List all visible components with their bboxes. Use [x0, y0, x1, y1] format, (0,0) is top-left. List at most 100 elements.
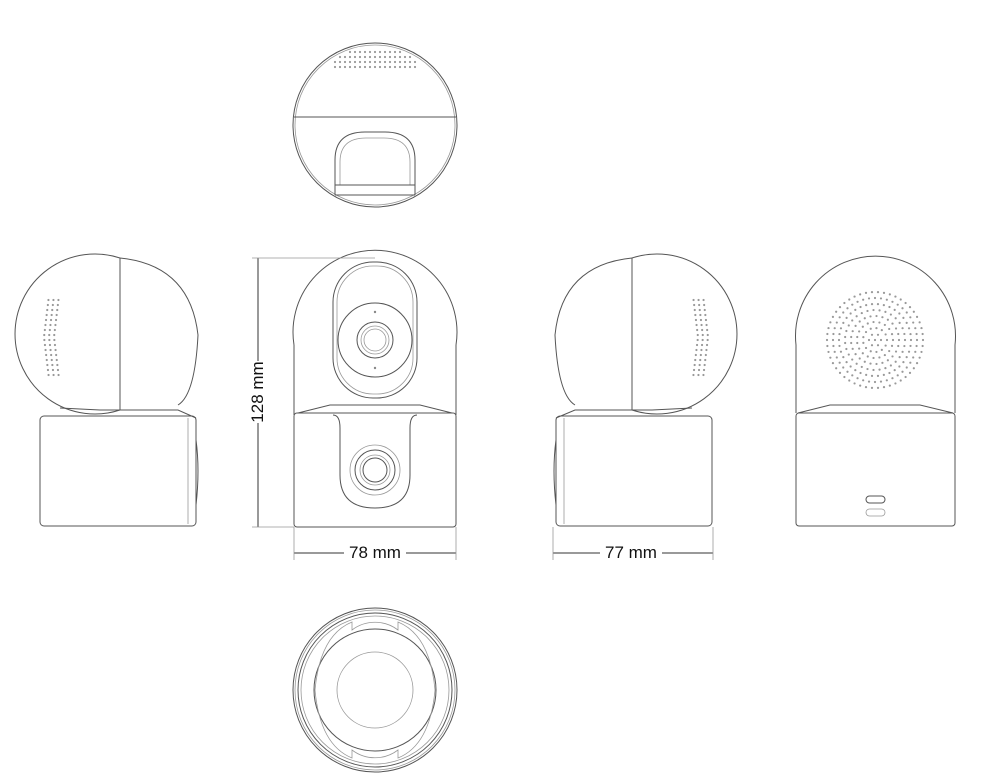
speaker-hole	[891, 338, 895, 342]
speaker-hole	[863, 317, 866, 320]
speaker-hole	[700, 343, 704, 347]
speaker-hole	[891, 322, 894, 325]
speaker-hole	[701, 338, 704, 342]
speaker-hole	[43, 333, 46, 337]
speaker-hole	[694, 313, 697, 317]
speaker-hole	[870, 303, 874, 306]
speaker-hole	[862, 379, 865, 382]
speaker-hole	[368, 65, 372, 69]
speaker-hole	[698, 363, 701, 367]
speaker-hole	[888, 349, 891, 353]
speaker-hole	[47, 373, 50, 377]
speaker-hole	[44, 348, 47, 352]
speaker-hole	[872, 368, 875, 372]
speaker-hole	[51, 308, 54, 312]
top-view	[292, 42, 458, 208]
speaker-hole	[348, 55, 352, 59]
speaker-hole	[921, 338, 925, 342]
speaker-hole	[902, 361, 905, 364]
speaker-hole	[842, 366, 845, 369]
speaker-hole	[870, 374, 874, 377]
speaker-hole	[891, 355, 894, 358]
speaker-hole	[398, 65, 402, 69]
speaker-hole	[45, 353, 48, 357]
speaker-hole	[838, 344, 841, 348]
speaker-hole	[398, 50, 402, 54]
speaker-hole	[833, 350, 836, 353]
speaker-hole	[875, 326, 878, 330]
speaker-hole	[358, 50, 362, 54]
speaker-hole	[353, 60, 357, 64]
speaker-hole	[905, 311, 908, 314]
speaker-hole	[696, 328, 699, 332]
dimension-lines	[252, 257, 714, 560]
speaker-hole	[694, 358, 697, 362]
speaker-hole	[704, 353, 707, 357]
speaker-hole	[851, 374, 854, 377]
speaker-hole	[903, 332, 906, 336]
speaker-hole	[50, 353, 53, 357]
speaker-hole	[56, 308, 59, 312]
speaker-hole	[856, 377, 859, 380]
speaker-hole	[53, 333, 56, 337]
speaker-hole	[363, 50, 367, 54]
speaker-hole	[897, 332, 900, 336]
speaker-hole	[898, 312, 901, 315]
speaker-hole	[54, 348, 57, 352]
speaker-hole	[854, 308, 857, 311]
speaker-hole	[860, 365, 863, 369]
speaker-hole	[856, 300, 859, 303]
speaker-hole	[847, 353, 850, 356]
speaker-hole	[909, 338, 913, 342]
speaker-hole	[883, 323, 886, 327]
speaker-hole	[884, 367, 887, 370]
speaker-hole	[894, 360, 897, 363]
speaker-hole	[393, 65, 397, 69]
speaker-hole	[47, 298, 50, 302]
speaker-hole	[48, 338, 51, 342]
speaker-hole	[703, 303, 706, 307]
speaker-hole	[839, 350, 843, 353]
usb-port-icon	[865, 495, 886, 504]
speaker-hole	[825, 338, 829, 342]
speaker-hole	[873, 380, 877, 384]
speaker-hole	[869, 315, 872, 318]
speaker-hole	[904, 375, 907, 379]
speaker-hole	[894, 327, 898, 330]
speaker-hole	[890, 344, 894, 347]
speaker-hole	[49, 318, 53, 322]
speaker-hole	[363, 55, 367, 59]
speaker-hole	[56, 303, 59, 307]
speaker-hole	[870, 386, 874, 390]
speaker-hole	[864, 386, 868, 389]
speaker-hole	[855, 315, 858, 318]
speaker-hole	[872, 308, 875, 312]
speaker-hole	[864, 291, 868, 294]
speaker-hole	[891, 377, 894, 380]
speaker-hole	[838, 332, 841, 336]
speaker-hole	[838, 306, 842, 309]
speaker-hole	[882, 304, 885, 307]
speaker-hole	[835, 321, 838, 324]
speaker-hole	[903, 338, 907, 342]
speaker-hole	[884, 310, 887, 313]
speaker-hole	[353, 50, 357, 54]
speaker-hole	[889, 313, 892, 316]
speaker-hole	[393, 55, 397, 59]
speaker-hole	[706, 338, 709, 342]
speaker-hole	[343, 60, 347, 64]
speaker-hole	[843, 301, 846, 305]
speaker-hole	[843, 375, 846, 379]
speaker-hole	[703, 363, 706, 367]
speaker-hole	[867, 297, 871, 300]
speaker-hole	[45, 358, 48, 362]
speaker-hole	[348, 60, 352, 64]
speaker-hole	[914, 327, 917, 330]
speaker-hole	[44, 318, 48, 322]
speaker-hole	[865, 304, 868, 307]
speaker-hole	[844, 335, 847, 339]
speaker-hole	[894, 295, 897, 298]
speaker-hole	[915, 338, 919, 342]
speaker-hole	[54, 323, 57, 327]
